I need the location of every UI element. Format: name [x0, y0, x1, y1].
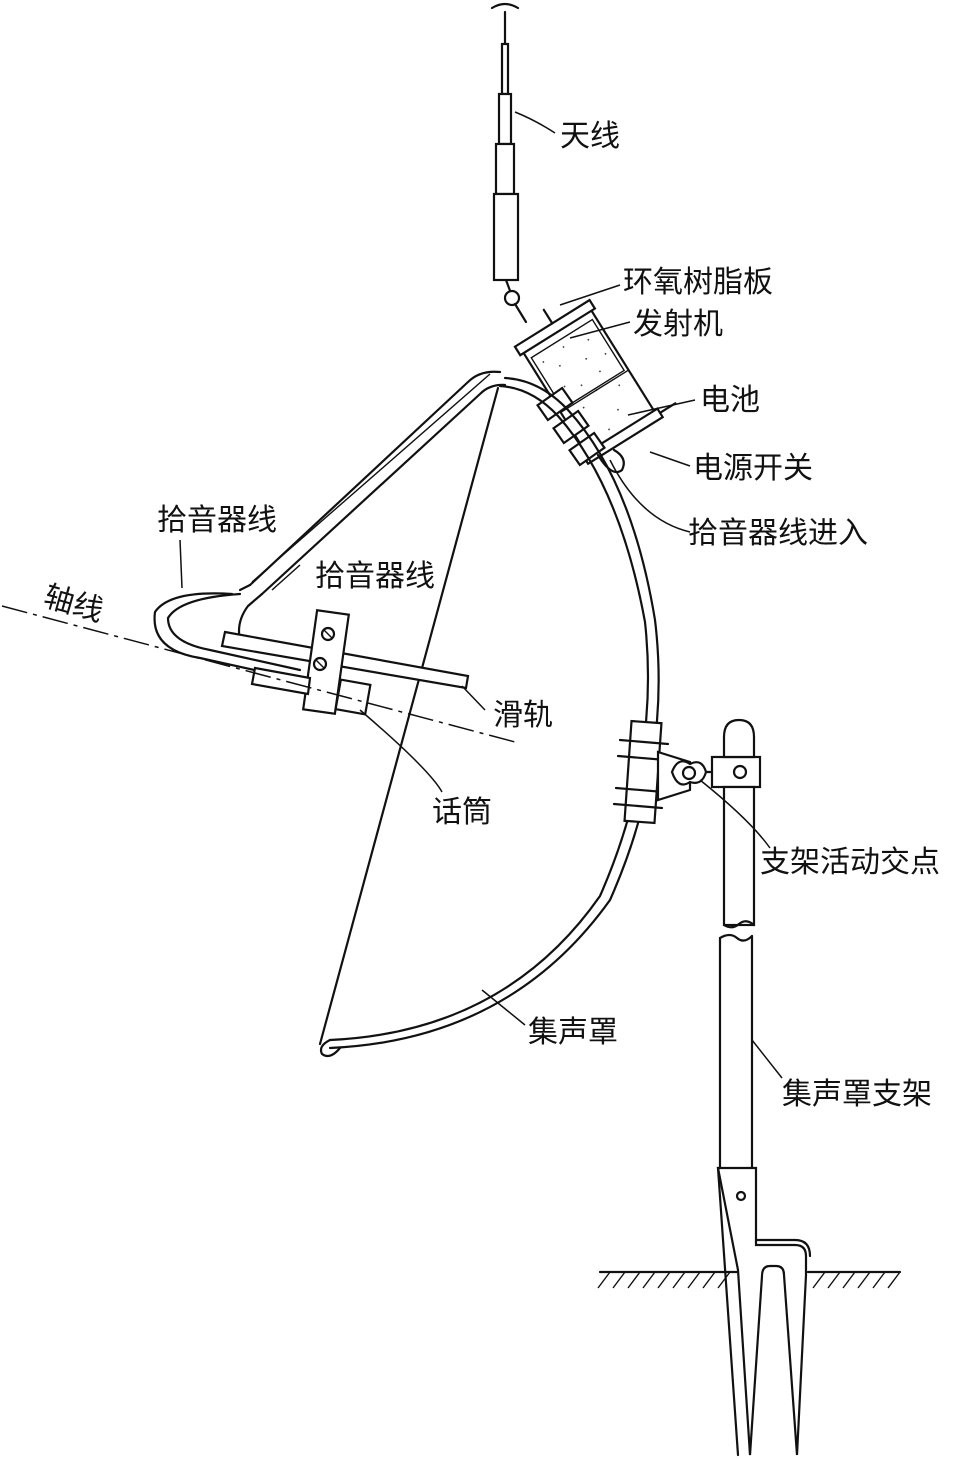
bracket-pivot: [612, 719, 762, 825]
label-pickup-wire-left: 拾音器线: [157, 503, 277, 538]
ground-surface: [597, 1270, 902, 1289]
label-battery: 电池: [700, 383, 760, 418]
axis-line: [1, 605, 516, 743]
label-pickup-wire-inner: 拾音器线: [315, 559, 435, 594]
label-bracket-pivot: 支架活动交点: [760, 845, 940, 880]
pickup-wire: [153, 370, 507, 682]
top-clamp: [536, 386, 625, 474]
label-collector-stand: 集声罩支架: [782, 1077, 932, 1112]
slide-rail: [220, 630, 470, 690]
label-slide-rail: 滑轨: [493, 698, 553, 733]
label-axis: 轴线: [40, 579, 107, 629]
stand-pole: [718, 718, 756, 1170]
label-epoxy-board: 环氧树脂板: [623, 265, 773, 300]
label-pickup-wire-entry: 拾音器线进入: [688, 516, 868, 551]
label-microphone: 话筒: [432, 795, 492, 830]
label-sound-collector: 集声罩: [528, 1015, 618, 1050]
label-antenna: 天线: [560, 119, 620, 154]
sound-collector-dish: [318, 376, 660, 1058]
label-transmitter: 发射机: [633, 307, 723, 342]
ground-fork: [716, 1166, 812, 1457]
leader-lines: [179, 111, 783, 1079]
transmitter-stipple: [542, 338, 621, 431]
antenna: [490, 2, 528, 324]
label-power-switch: 电源开关: [693, 451, 813, 486]
